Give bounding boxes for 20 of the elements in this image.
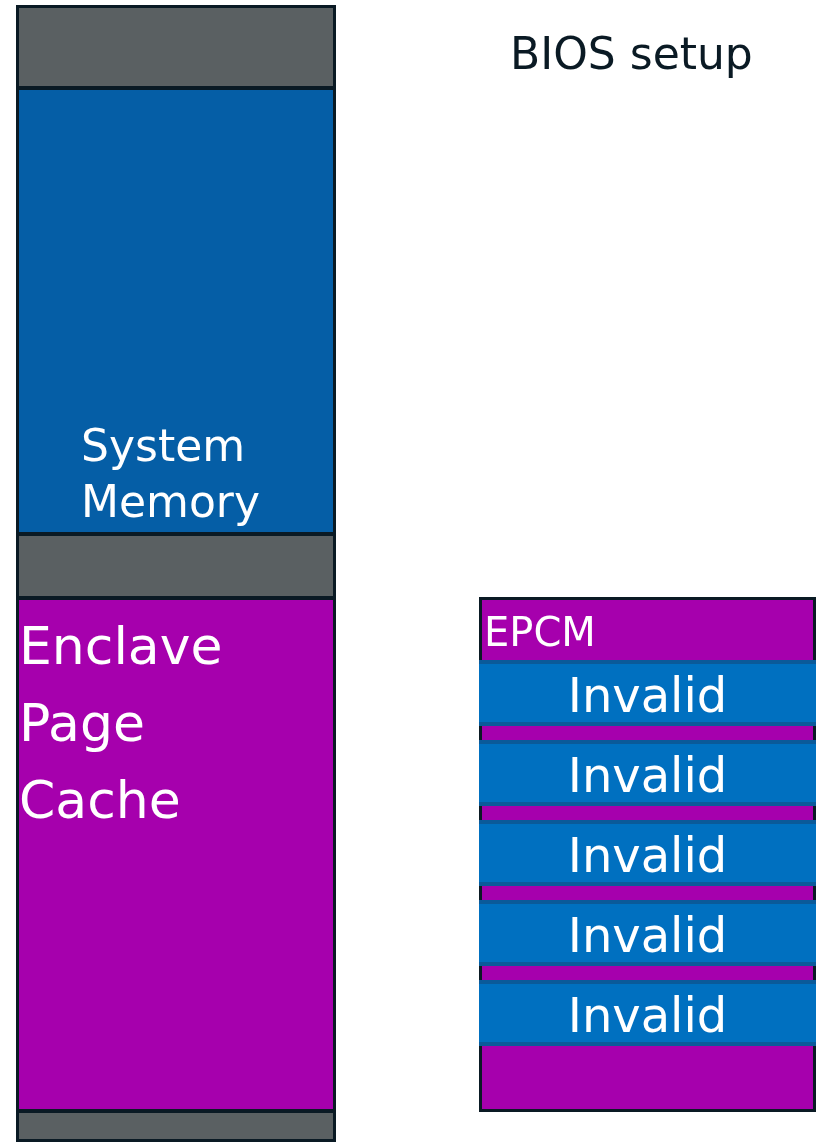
- memory-region: [16, 87, 336, 535]
- region-label: Enclave Page Cache: [19, 615, 224, 832]
- title: BIOS setup: [510, 28, 753, 79]
- memory-band: [16, 533, 336, 599]
- page-slot: [479, 820, 816, 886]
- epc-region: [479, 597, 816, 1112]
- region-label: Invalid: [566, 986, 729, 1044]
- page-slot: [479, 980, 816, 1046]
- region-label: Invalid: [566, 746, 729, 804]
- page-slot: [479, 740, 816, 806]
- memory-band: [16, 5, 336, 89]
- region-label: EPCM: [484, 608, 596, 657]
- memory-band: [16, 1110, 336, 1142]
- page-slot: [479, 660, 816, 726]
- page-slot: [479, 900, 816, 966]
- memory-region: [16, 597, 336, 1112]
- region-label: Invalid: [566, 826, 729, 884]
- region-label: Invalid: [566, 906, 729, 964]
- region-label: Invalid: [566, 666, 729, 724]
- region-label: System Memory: [81, 419, 261, 529]
